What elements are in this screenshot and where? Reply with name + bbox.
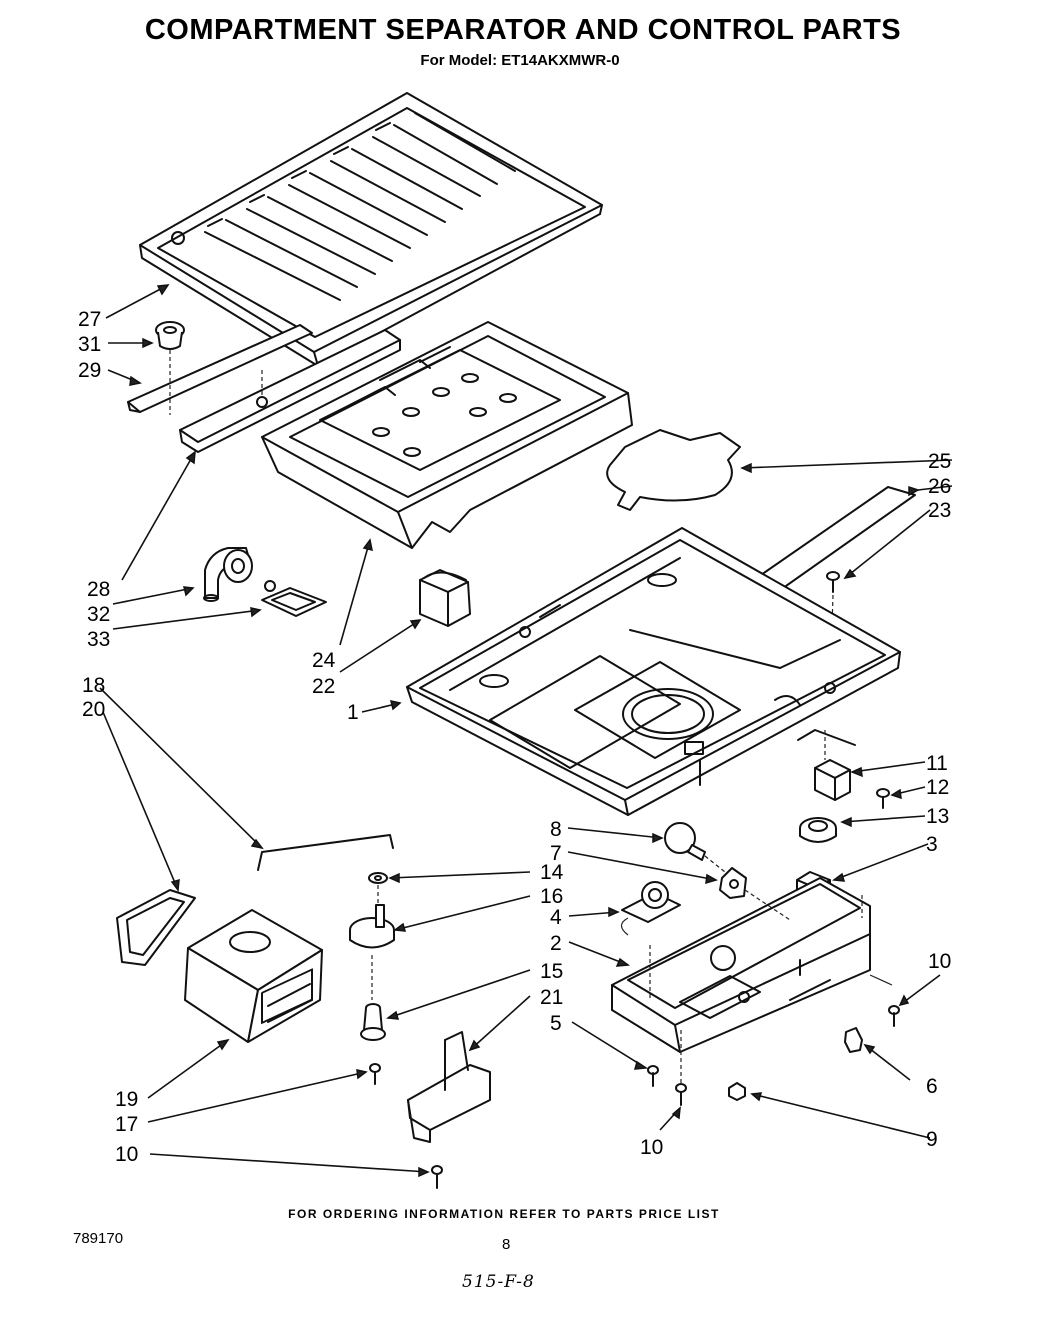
callout-8: 8 (550, 818, 562, 841)
callout-22: 22 (312, 675, 335, 698)
callout-18: 18 (82, 674, 105, 697)
callout-17: 17 (115, 1113, 138, 1136)
callout-15: 15 (540, 960, 563, 983)
callout-9: 9 (926, 1128, 938, 1151)
part-14-washer (368, 872, 388, 905)
callout-6: 6 (926, 1075, 938, 1098)
part-28-bracket (169, 329, 401, 453)
callout-16: 16 (540, 885, 563, 908)
part-12-screw (876, 788, 890, 809)
part-9-nut (728, 1082, 746, 1101)
handwritten-note: 515-F-8 (462, 1272, 535, 1292)
leader-arrowheads (129, 284, 920, 1178)
part-4-thermostat (620, 881, 681, 1000)
model-subtitle: For Model: ET14AKXMWR-0 (420, 52, 620, 69)
part-32-elbow (203, 547, 253, 602)
part-1-separator-tray (406, 527, 901, 816)
document-number: 789170 (73, 1230, 124, 1247)
callout-32: 32 (87, 603, 110, 626)
callout-labels: 27 31 29 28 32 33 24 22 1 25 26 23 18 20… (78, 308, 951, 1166)
part-33-clip (261, 580, 327, 617)
callout-20: 20 (82, 698, 105, 721)
callout-26: 26 (928, 475, 951, 498)
callout-31: 31 (78, 333, 101, 356)
callout-7: 7 (550, 842, 562, 865)
part-31-cap (155, 321, 185, 350)
part-11-control (797, 729, 856, 801)
part-10-screw-right (888, 1005, 900, 1027)
part-10-screw-middle (675, 1030, 687, 1106)
callout-29: 29 (78, 359, 101, 382)
callout-1: 1 (347, 701, 359, 724)
part-16-cam (349, 904, 395, 1000)
part-24-separator-body (261, 321, 633, 549)
callout-27: 27 (78, 308, 101, 331)
part-15-bushing (360, 1003, 386, 1041)
callout-23: 23 (928, 499, 951, 522)
part-22-block (419, 569, 471, 627)
callout-5: 5 (550, 1012, 562, 1035)
callout-2: 2 (550, 932, 562, 955)
callout-10-right: 10 (928, 950, 951, 973)
leader-lines (99, 284, 953, 1173)
part-17-screw (369, 1063, 381, 1085)
part-18-rod (257, 834, 394, 871)
callout-11: 11 (926, 752, 948, 775)
part-29-strip (127, 324, 313, 413)
callout-24: 24 (312, 649, 336, 672)
ordering-info-footer: FOR ORDERING INFORMATION REFER TO PARTS … (288, 1207, 720, 1221)
callout-19: 19 (115, 1088, 138, 1111)
callout-25: 25 (928, 450, 951, 473)
callout-21: 21 (540, 986, 563, 1009)
callout-28: 28 (87, 578, 110, 601)
part-8-bulb (664, 822, 731, 877)
part-21-bracket (407, 1031, 491, 1143)
part-5-screw (647, 1065, 659, 1087)
callout-4: 4 (550, 906, 562, 929)
page-number: 8 (502, 1236, 511, 1253)
callout-13: 13 (926, 805, 949, 828)
callout-10-lower: 10 (115, 1143, 138, 1166)
part-6-clip (844, 1027, 863, 1053)
part-20-gasket (116, 889, 196, 966)
part-13-knob (799, 817, 837, 843)
callout-33: 33 (87, 628, 110, 651)
part-27-shelf-cover (139, 92, 603, 367)
part-7-socket (719, 867, 747, 899)
callout-12: 12 (926, 776, 949, 799)
page-title: COMPARTMENT SEPARATOR AND CONTROL PARTS (144, 14, 902, 46)
part-25-baffle (606, 429, 741, 511)
part-10-screw-lower (431, 1165, 443, 1189)
callout-14: 14 (540, 861, 564, 884)
part-2-control-housing (611, 877, 893, 1053)
callout-10-middle: 10 (640, 1136, 663, 1159)
part-19-control-box (184, 909, 323, 1043)
callout-3: 3 (926, 833, 938, 856)
